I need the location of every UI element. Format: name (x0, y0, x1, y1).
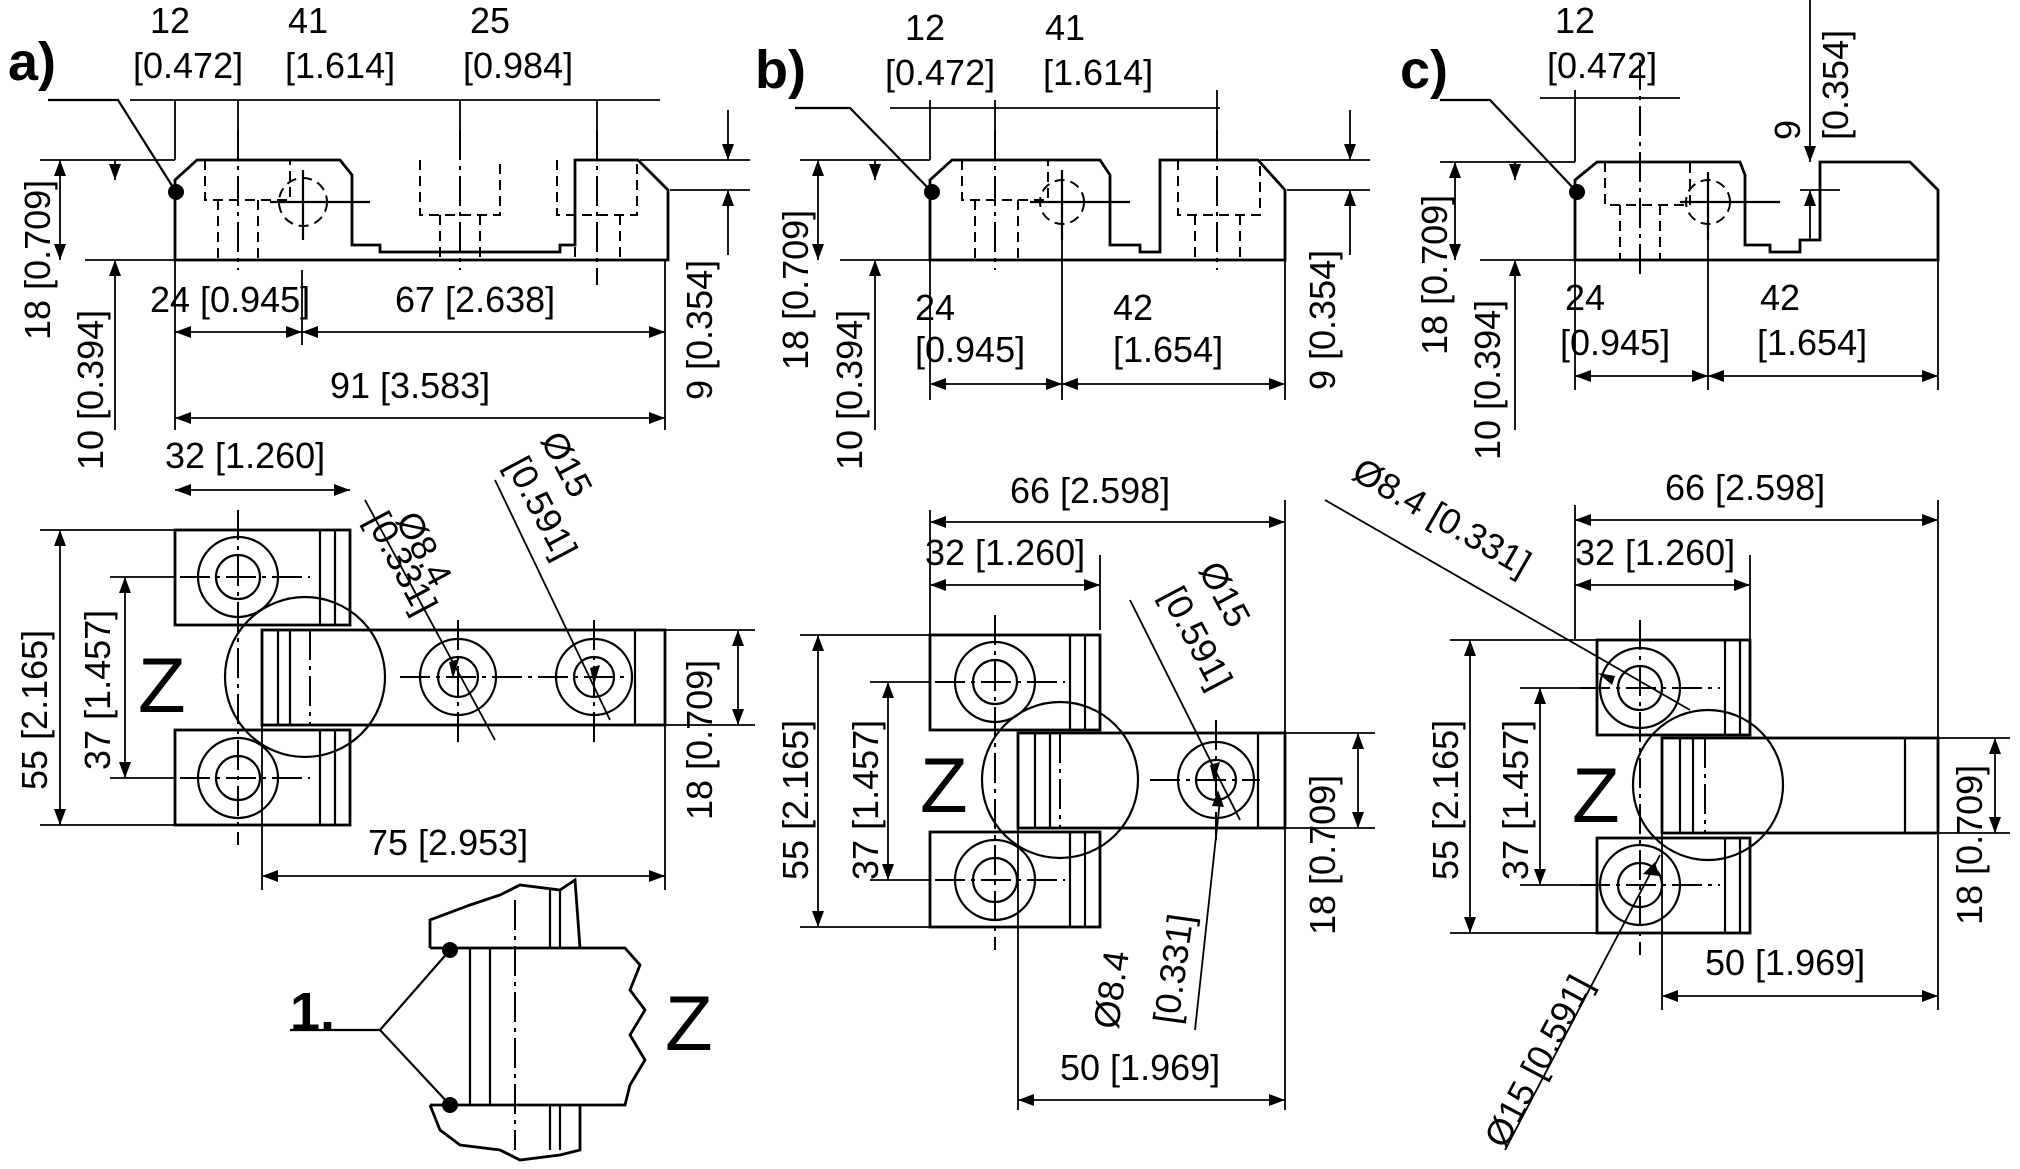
view-a-bottom-dims: 24 [0.945] 67 [2.638] 91 [3.583] 32 [1.2… (150, 260, 666, 496)
dim-24-b: 24 (915, 287, 955, 328)
dim-41-in: [1.614] (285, 45, 395, 86)
view-b-plan-right-dims: 18 [0.709] (1285, 732, 1375, 935)
dim-41: 41 (288, 0, 328, 41)
view-c-label: c) (1400, 40, 1448, 100)
dim-25: 25 (470, 0, 510, 41)
dim-42-b: 42 (1113, 287, 1153, 328)
dim-37-a: 37 [1.457] (77, 610, 118, 770)
view-a-top-dims: 12 [0.472] 41 [1.614] 25 [0.984] (130, 0, 660, 160)
view-b-side-body (795, 106, 1287, 270)
dim-18-plan-b: 18 [0.709] (1302, 775, 1343, 935)
view-c-bottom-dims: 24 [0.945] 42 [1.654] (1560, 240, 1939, 390)
dim-24-c: 24 (1565, 277, 1605, 318)
dim-41-in-b: [1.614] (1043, 52, 1153, 93)
dim-9-side: 9 [0.354] (679, 260, 720, 400)
dim-50-b: 50 [1.969] (1060, 1047, 1220, 1088)
view-c-top-dims: 12 [0.472] 9 [0.354] (1540, 0, 1856, 240)
dim-10-side-b: 10 [0.394] (829, 310, 870, 470)
view-a-75-dim: 75 [2.953] (261, 725, 666, 890)
dim-37-c: 37 [1.457] (1495, 720, 1536, 880)
dim-32: 32 [1.260] (165, 435, 325, 476)
view-c-plan-vertical-dims: 55 [2.165] 37 [1.457] (1425, 639, 1597, 934)
dim-25-in: [0.984] (463, 45, 573, 86)
dim-32-b: 32 [1.260] (925, 532, 1085, 573)
phi84-c: Ø8.4 [0.331] (1346, 449, 1538, 584)
view-b-diameter-leaders: Ø15 [0.591] Ø8.4 [0.331] (1085, 555, 1259, 1032)
view-a-diameter-leaders: Ø8.4 [0.331] Ø15 [0.591] (358, 425, 611, 741)
dim-75: 75 [2.953] (368, 822, 528, 863)
dim-18-plan-a: 18 [0.709] (679, 660, 720, 820)
view-a-side-body (48, 98, 670, 285)
dim-66-b: 66 [2.598] (1010, 470, 1170, 511)
dim-55-b: 55 [2.165] (775, 720, 816, 880)
z-label-c: Z (1572, 751, 1620, 839)
view-c-plan-right-dims: 18 [0.709] (1938, 737, 2010, 925)
view-a: a) 12 [0.472] 41 [1.614] 25 [0.984] 18 [… (8, 0, 755, 890)
view-b-vertical-dims: 18 [0.709] 10 [0.394] (775, 159, 930, 470)
dim-91: 91 [3.583] (330, 365, 490, 406)
view-c-plan: Z (1572, 620, 1940, 955)
dim-9-in-c: [0.354] (1815, 30, 1856, 140)
phi84-b: Ø8.4 (1085, 948, 1136, 1031)
view-c-vertical-dims: 18 [0.709] 10 [0.394] (1414, 161, 1575, 460)
dim-18-side: 18 [0.709] (17, 180, 58, 340)
dim-9-side-b: 9 [0.354] (1302, 250, 1343, 390)
dim-24-in-c: [0.945] (1560, 322, 1670, 363)
dim-12-in-c: [0.472] (1547, 45, 1657, 86)
view-b-label: b) (755, 40, 806, 100)
dim-10-side-c: 10 [0.394] (1467, 300, 1508, 460)
view-a-9-dim: 9 [0.354] (640, 110, 750, 400)
dim-12-in-b: [0.472] (885, 52, 995, 93)
dim-18-side-c: 18 [0.709] (1414, 195, 1455, 355)
dim-18-plan-c: 18 [0.709] (1949, 765, 1990, 925)
dim-24-in-b: [0.945] (915, 329, 1025, 370)
view-b-66-32-dims: 66 [2.598] 32 [1.260] (925, 470, 1286, 735)
dim-41-b: 41 (1045, 7, 1085, 48)
dim-55-a: 55 [2.165] (14, 630, 55, 790)
dim-37-b: 37 [1.457] (845, 720, 886, 880)
view-a-label: a) (8, 32, 56, 92)
dim-66-c: 66 [2.598] (1665, 467, 1825, 508)
dim-9-c: 9 (1767, 120, 1808, 140)
z-label-b: Z (920, 741, 968, 829)
dim-24: 24 [0.945] (150, 279, 310, 320)
view-b-plan-vertical-dims: 55 [2.165] 37 [1.457] (775, 634, 930, 928)
dim-42-in-c: [1.654] (1757, 322, 1867, 363)
dim-12: 12 (150, 0, 190, 41)
view-b-bottom-dims: 24 [0.945] 42 [1.654] (915, 240, 1286, 400)
view-b-50-dim: 50 [1.969] (1017, 828, 1286, 1110)
phi15-c: Ø15 [0.591] (1476, 968, 1601, 1153)
view-c-50-dim: 50 [1.969] (1661, 833, 1939, 1010)
dim-42-in-b: [1.654] (1113, 329, 1223, 370)
view-c-66-32-dims: 66 [2.598] 32 [1.260] (1574, 467, 1939, 740)
view-b: b) 12 [0.472] 41 [1.614] 18 [0.709] 10 [… (755, 7, 1375, 1110)
detail-label: 1. (290, 982, 335, 1042)
view-a-plan-vertical-dims: 55 [2.165] 37 [1.457] (14, 529, 175, 826)
view-a-plan-right-dims: 18 [0.709] (665, 629, 755, 820)
view-c: c) 12 [0.472] 9 [0.354] 18 [0.709] 10 [0… (1324, 0, 2010, 1154)
dim-12-c: 12 (1555, 0, 1595, 41)
dim-12-in: [0.472] (133, 45, 243, 86)
view-b-9-dim: 9 [0.354] (1260, 110, 1370, 390)
dim-42-c: 42 (1760, 277, 1800, 318)
dim-12-b: 12 (905, 7, 945, 48)
detail-1: 1. Z (290, 877, 713, 1162)
dim-67: 67 [2.638] (395, 279, 555, 320)
z-label-a: Z (138, 641, 186, 729)
dim-32-c: 32 [1.260] (1575, 532, 1735, 573)
view-a-plan: Z (138, 510, 667, 845)
dim-50-c: 50 [1.969] (1705, 942, 1865, 983)
dim-18-side-b: 18 [0.709] (775, 210, 816, 370)
dim-55-c: 55 [2.165] (1425, 720, 1466, 880)
view-a-vertical-dims: 18 [0.709] 10 [0.394] (17, 159, 175, 470)
z-label-detail: Z (665, 979, 713, 1067)
view-b-top-dims: 12 [0.472] 41 [1.614] (885, 7, 1220, 160)
dim-10-side: 10 [0.394] (70, 310, 111, 470)
phi84-in-b: [0.331] (1145, 911, 1201, 1026)
